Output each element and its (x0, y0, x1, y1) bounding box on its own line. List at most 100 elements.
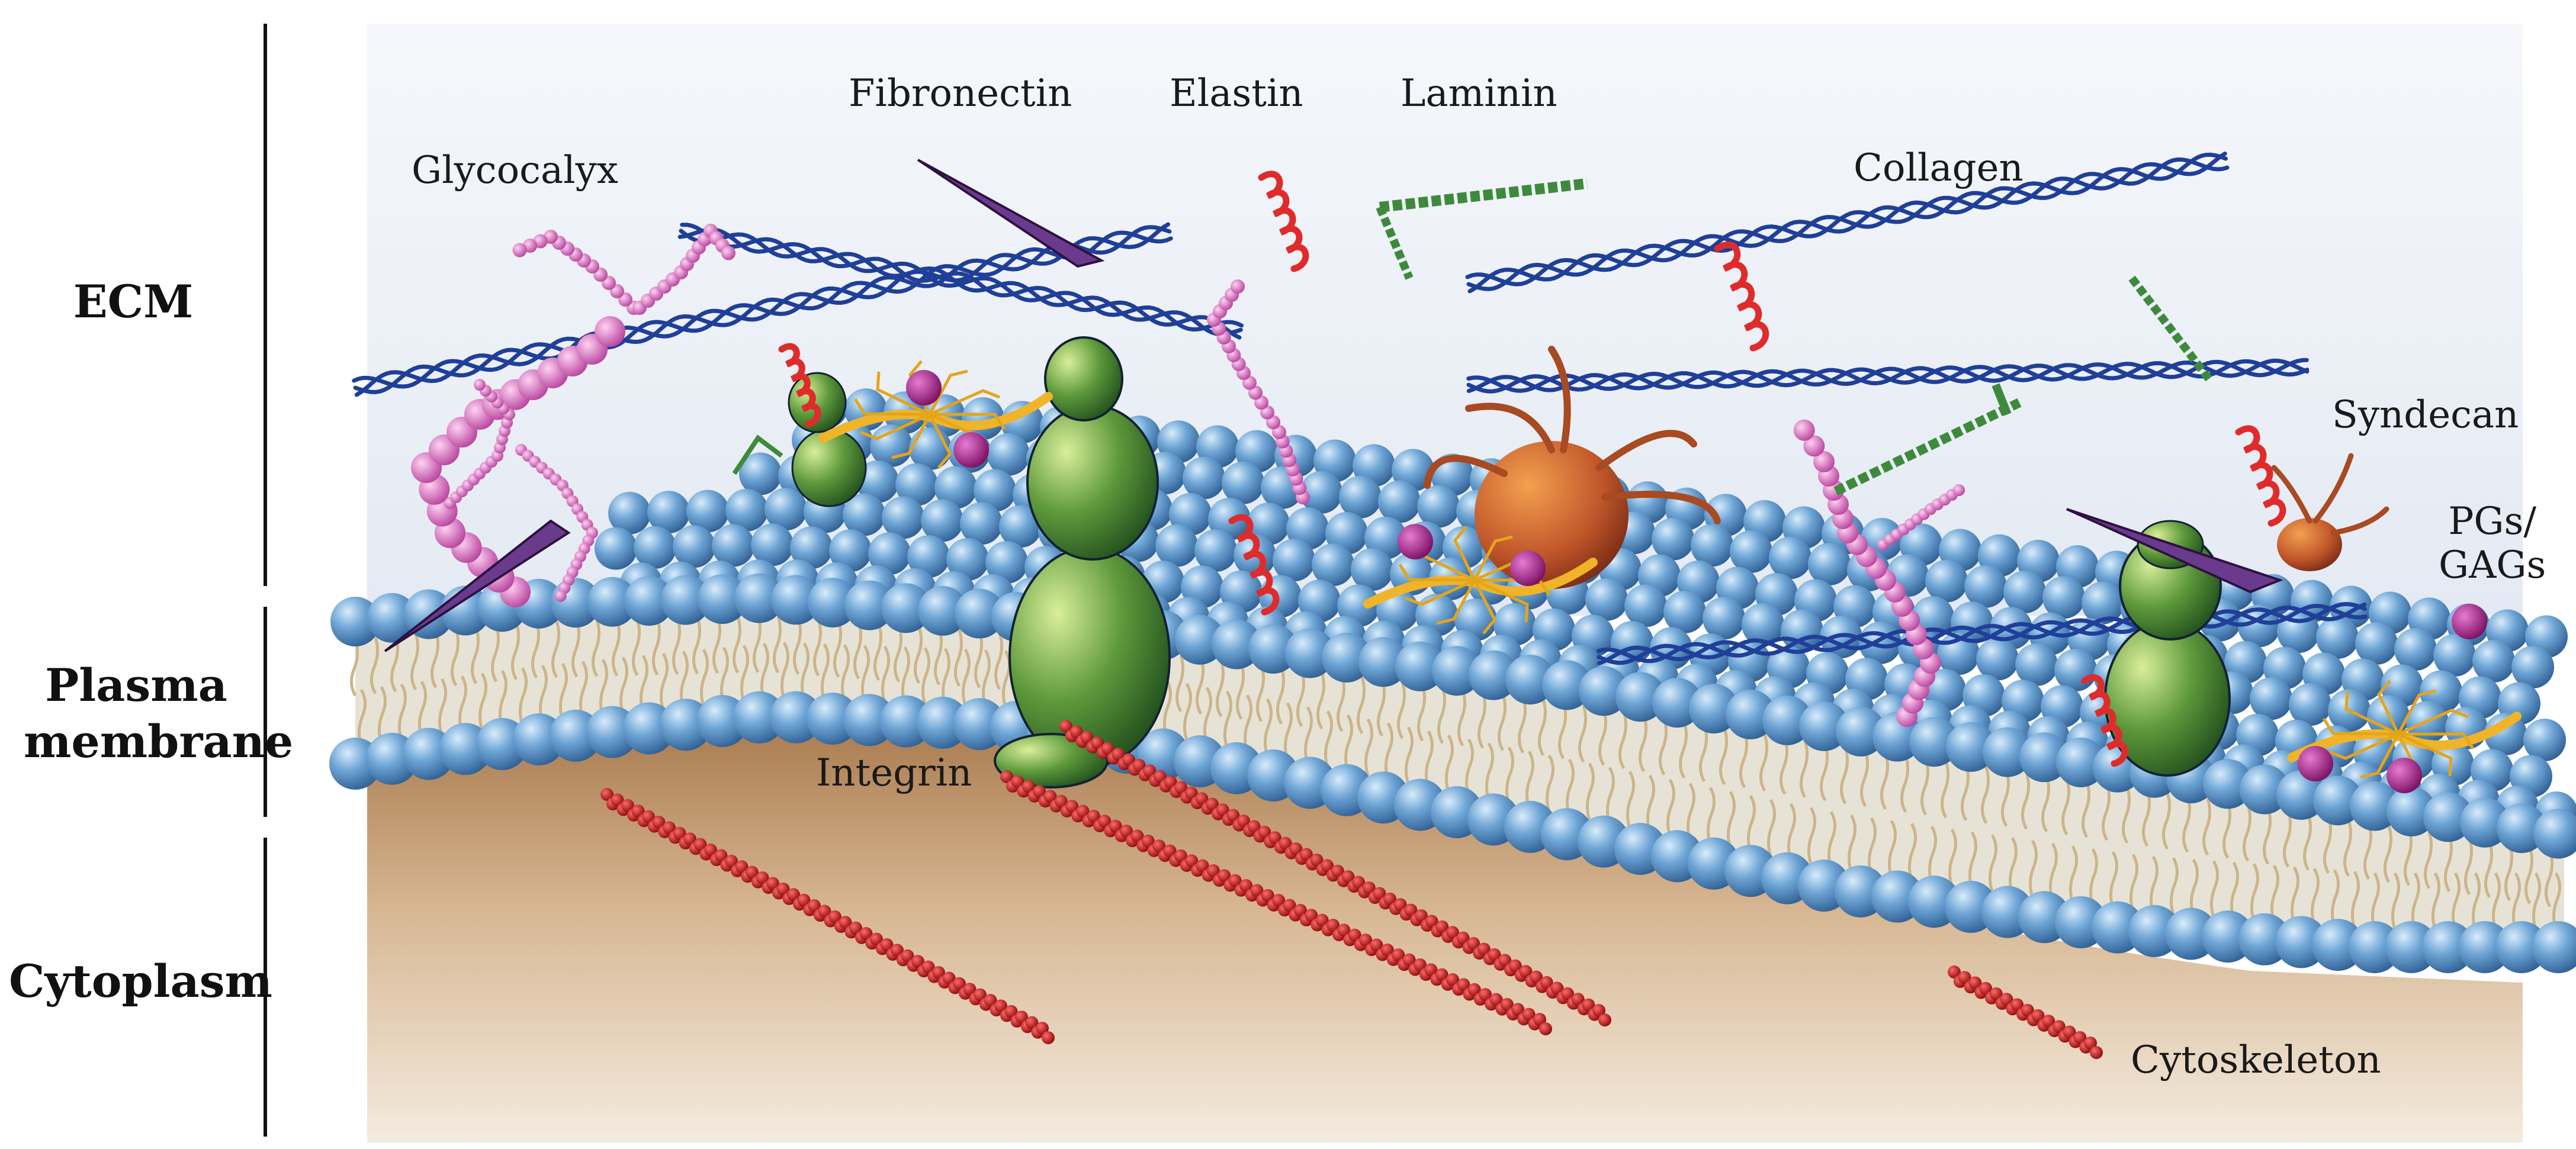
actin-monomer (1489, 993, 1503, 1006)
actin-monomer (1958, 971, 1971, 984)
actin-monomer (1011, 775, 1024, 788)
lipid-tail (962, 648, 971, 706)
lipid-tail (612, 619, 621, 677)
core-protein (906, 370, 942, 405)
actin-monomer (2031, 1009, 2045, 1022)
collagen-strand (353, 230, 1173, 394)
actin-monomer (1435, 968, 1448, 981)
actin-monomer (1141, 834, 1155, 848)
actin-monomer (714, 849, 728, 862)
gag-branch (1398, 564, 1475, 582)
lipid-head (907, 535, 950, 578)
lipid-tail (1558, 701, 1567, 759)
lipid-tail (451, 629, 460, 687)
lipid-tail (2109, 851, 2118, 909)
lipid-head (734, 573, 784, 623)
lipid-tail (1860, 749, 1869, 807)
lipid-head (2054, 649, 2097, 692)
lipid-tail (2170, 857, 2179, 915)
actin-monomer (1352, 876, 1366, 889)
actin-monomer (1130, 829, 1144, 843)
lipid-head (673, 525, 715, 568)
actin-monomer (1370, 938, 1383, 952)
label-elastin: Elastin (1170, 72, 1303, 115)
actin-monomer (1435, 920, 1449, 934)
collagen-strand (677, 227, 1242, 340)
elastin-coil (1258, 170, 1309, 272)
label-cytoskeleton: Cytoskeleton (2131, 1038, 2381, 1082)
actin-monomer (1258, 825, 1271, 839)
laminin-arm (1376, 205, 1414, 280)
lipid-tail (1787, 803, 1796, 861)
gag-branch (2377, 680, 2400, 735)
gag-branch (928, 413, 952, 469)
lipid-tail (2311, 868, 2320, 926)
syndecan-arm (1595, 430, 1697, 471)
actin-monomer (2063, 1025, 2076, 1039)
actin-monomer (1989, 987, 2003, 1000)
actin-monomer (1293, 903, 1307, 917)
actin-monomer (1247, 820, 1261, 833)
lipid-tail (418, 681, 427, 739)
actin-monomer (1261, 889, 1274, 902)
lipid-tail (2049, 842, 2058, 900)
actin-monomer (2052, 1020, 2066, 1034)
small-integrin (791, 428, 867, 507)
lipid-tail (2504, 844, 2513, 902)
lipid-tail (1203, 687, 1212, 745)
actin-monomer (1979, 981, 1993, 995)
lipid-head (1964, 565, 2007, 608)
lipid-tail (2464, 837, 2473, 896)
laminin-arm (1379, 178, 1588, 213)
lipid-head (2276, 770, 2326, 820)
actin-monomer (1404, 903, 1418, 917)
lipid-tail (378, 686, 387, 744)
actin-monomer (1022, 780, 1035, 793)
lipid-tail (954, 629, 963, 687)
lipid-tail (2424, 831, 2433, 889)
glycocalyx-bead (554, 590, 567, 602)
lipid-head (1742, 603, 1784, 646)
lipid-tail (559, 662, 568, 720)
lipid-head (751, 523, 794, 567)
lipid-tail (1639, 714, 1647, 773)
actin-monomer (1508, 959, 1522, 973)
lipid-tail (431, 630, 439, 688)
actin-monomer (1500, 997, 1514, 1011)
actin-monomer (1539, 1022, 1552, 1035)
lipid-tail (491, 625, 500, 683)
actin-monomer (1331, 864, 1344, 878)
actin-monomer (1184, 786, 1198, 800)
lipid-head (1155, 524, 1198, 567)
lipid-head (921, 499, 963, 542)
lipid-head (1358, 637, 1408, 687)
actin-monomer (1054, 794, 1068, 808)
actin-monomer (1164, 775, 1177, 789)
lipid-tail (652, 617, 661, 676)
lipid-head (2394, 627, 2437, 671)
lipid-tail (539, 665, 548, 723)
label-laminin: Laminin (1401, 72, 1557, 115)
lipid-tail (640, 655, 648, 713)
lipid-head (999, 505, 1042, 548)
lipid-tail (2243, 804, 2251, 862)
actin-monomer (1000, 770, 1013, 783)
lipid-head (843, 694, 895, 746)
lipid-tail (982, 649, 991, 707)
gag-branch (1436, 579, 1476, 625)
lipid-tail (672, 617, 681, 675)
glycocalyx-chains (411, 224, 1965, 727)
lipid-tail (894, 625, 902, 683)
lipid-tail (921, 647, 930, 705)
lipid-tail (2250, 863, 2259, 921)
gag-branch (853, 398, 930, 416)
syndecan-arm (2271, 465, 2312, 524)
collagen-strand (1596, 603, 2368, 664)
lipid-tail (2532, 872, 2541, 930)
actin-monomer (1228, 874, 1242, 887)
actin-monomer (1033, 785, 1046, 799)
actin-monomer (1337, 923, 1351, 937)
lipid-head (1689, 684, 1739, 734)
lipid-tail (519, 667, 528, 725)
